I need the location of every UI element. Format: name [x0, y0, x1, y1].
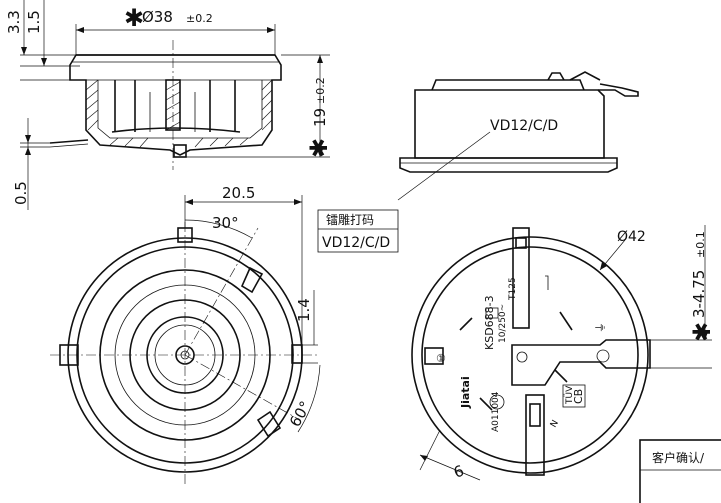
- tuv-mark: TÜV: [564, 385, 575, 405]
- callout-value: VD12/C/D: [322, 235, 390, 251]
- dim-height-19: 19: [311, 108, 329, 127]
- dim-range-3-475: 3-4.75: [690, 270, 708, 318]
- dim-angle-60: 60°: [286, 398, 315, 430]
- section-view: ✱ Ø38 ±0.2 3.3 1.5 ✱ 19 ±0.2 0.5: [5, 0, 333, 210]
- arrow-n-label: N: [549, 419, 561, 430]
- dim-diameter-38: Ø38: [142, 8, 173, 26]
- brand-label: Jiatai: [459, 376, 472, 409]
- dim-width-20-5: 20.5: [222, 184, 255, 202]
- dim-height-19-tol: ±0.2: [314, 77, 327, 104]
- pin-1-label: ①: [436, 352, 446, 365]
- callout-title: 镭雕打码: [326, 212, 374, 227]
- side-view-marking: VD12/C/D: [490, 118, 558, 134]
- rating-label: 10/250~: [498, 304, 508, 343]
- customer-approval-box: 客户确认/: [639, 439, 721, 503]
- wall-hatching: [85, 79, 273, 148]
- dim-1-5: 1.5: [25, 10, 43, 34]
- dim-diameter-42: Ø42: [617, 229, 646, 245]
- ground-icon: ⏚: [594, 322, 607, 333]
- critical-mark-icon: ✱: [124, 4, 144, 32]
- bottom-view: Jiatai KSD688-3 10/250~ T125 A011004 CB …: [411, 225, 716, 482]
- side-view: VD12/C/D: [397, 71, 639, 201]
- cert-code-label: A011004: [491, 391, 501, 432]
- dim-3-3: 3.3: [5, 10, 23, 34]
- critical-mark-19-icon: ✱: [305, 138, 333, 158]
- model-label: KSD688-3: [483, 295, 496, 350]
- dim-6: 6: [451, 462, 466, 482]
- temp-label: T125: [508, 277, 518, 301]
- dim-angle-30: 30°: [212, 214, 239, 232]
- critical-mark-range-icon: ✱: [688, 322, 716, 342]
- dim-0-5: 0.5: [12, 181, 30, 205]
- dim-range-tol: ±0.1: [694, 231, 707, 258]
- cb-mark: CB: [572, 389, 585, 404]
- approval-box-text: 客户确认/: [652, 450, 705, 465]
- dim-offset-1-4: 1.4: [295, 298, 313, 322]
- dim-diameter-38-tol: ±0.2: [186, 12, 213, 25]
- laser-marking-callout: 镭雕打码 VD12/C/D: [317, 209, 399, 253]
- top-view: 20.5 30° 1.4 60°: [50, 184, 321, 485]
